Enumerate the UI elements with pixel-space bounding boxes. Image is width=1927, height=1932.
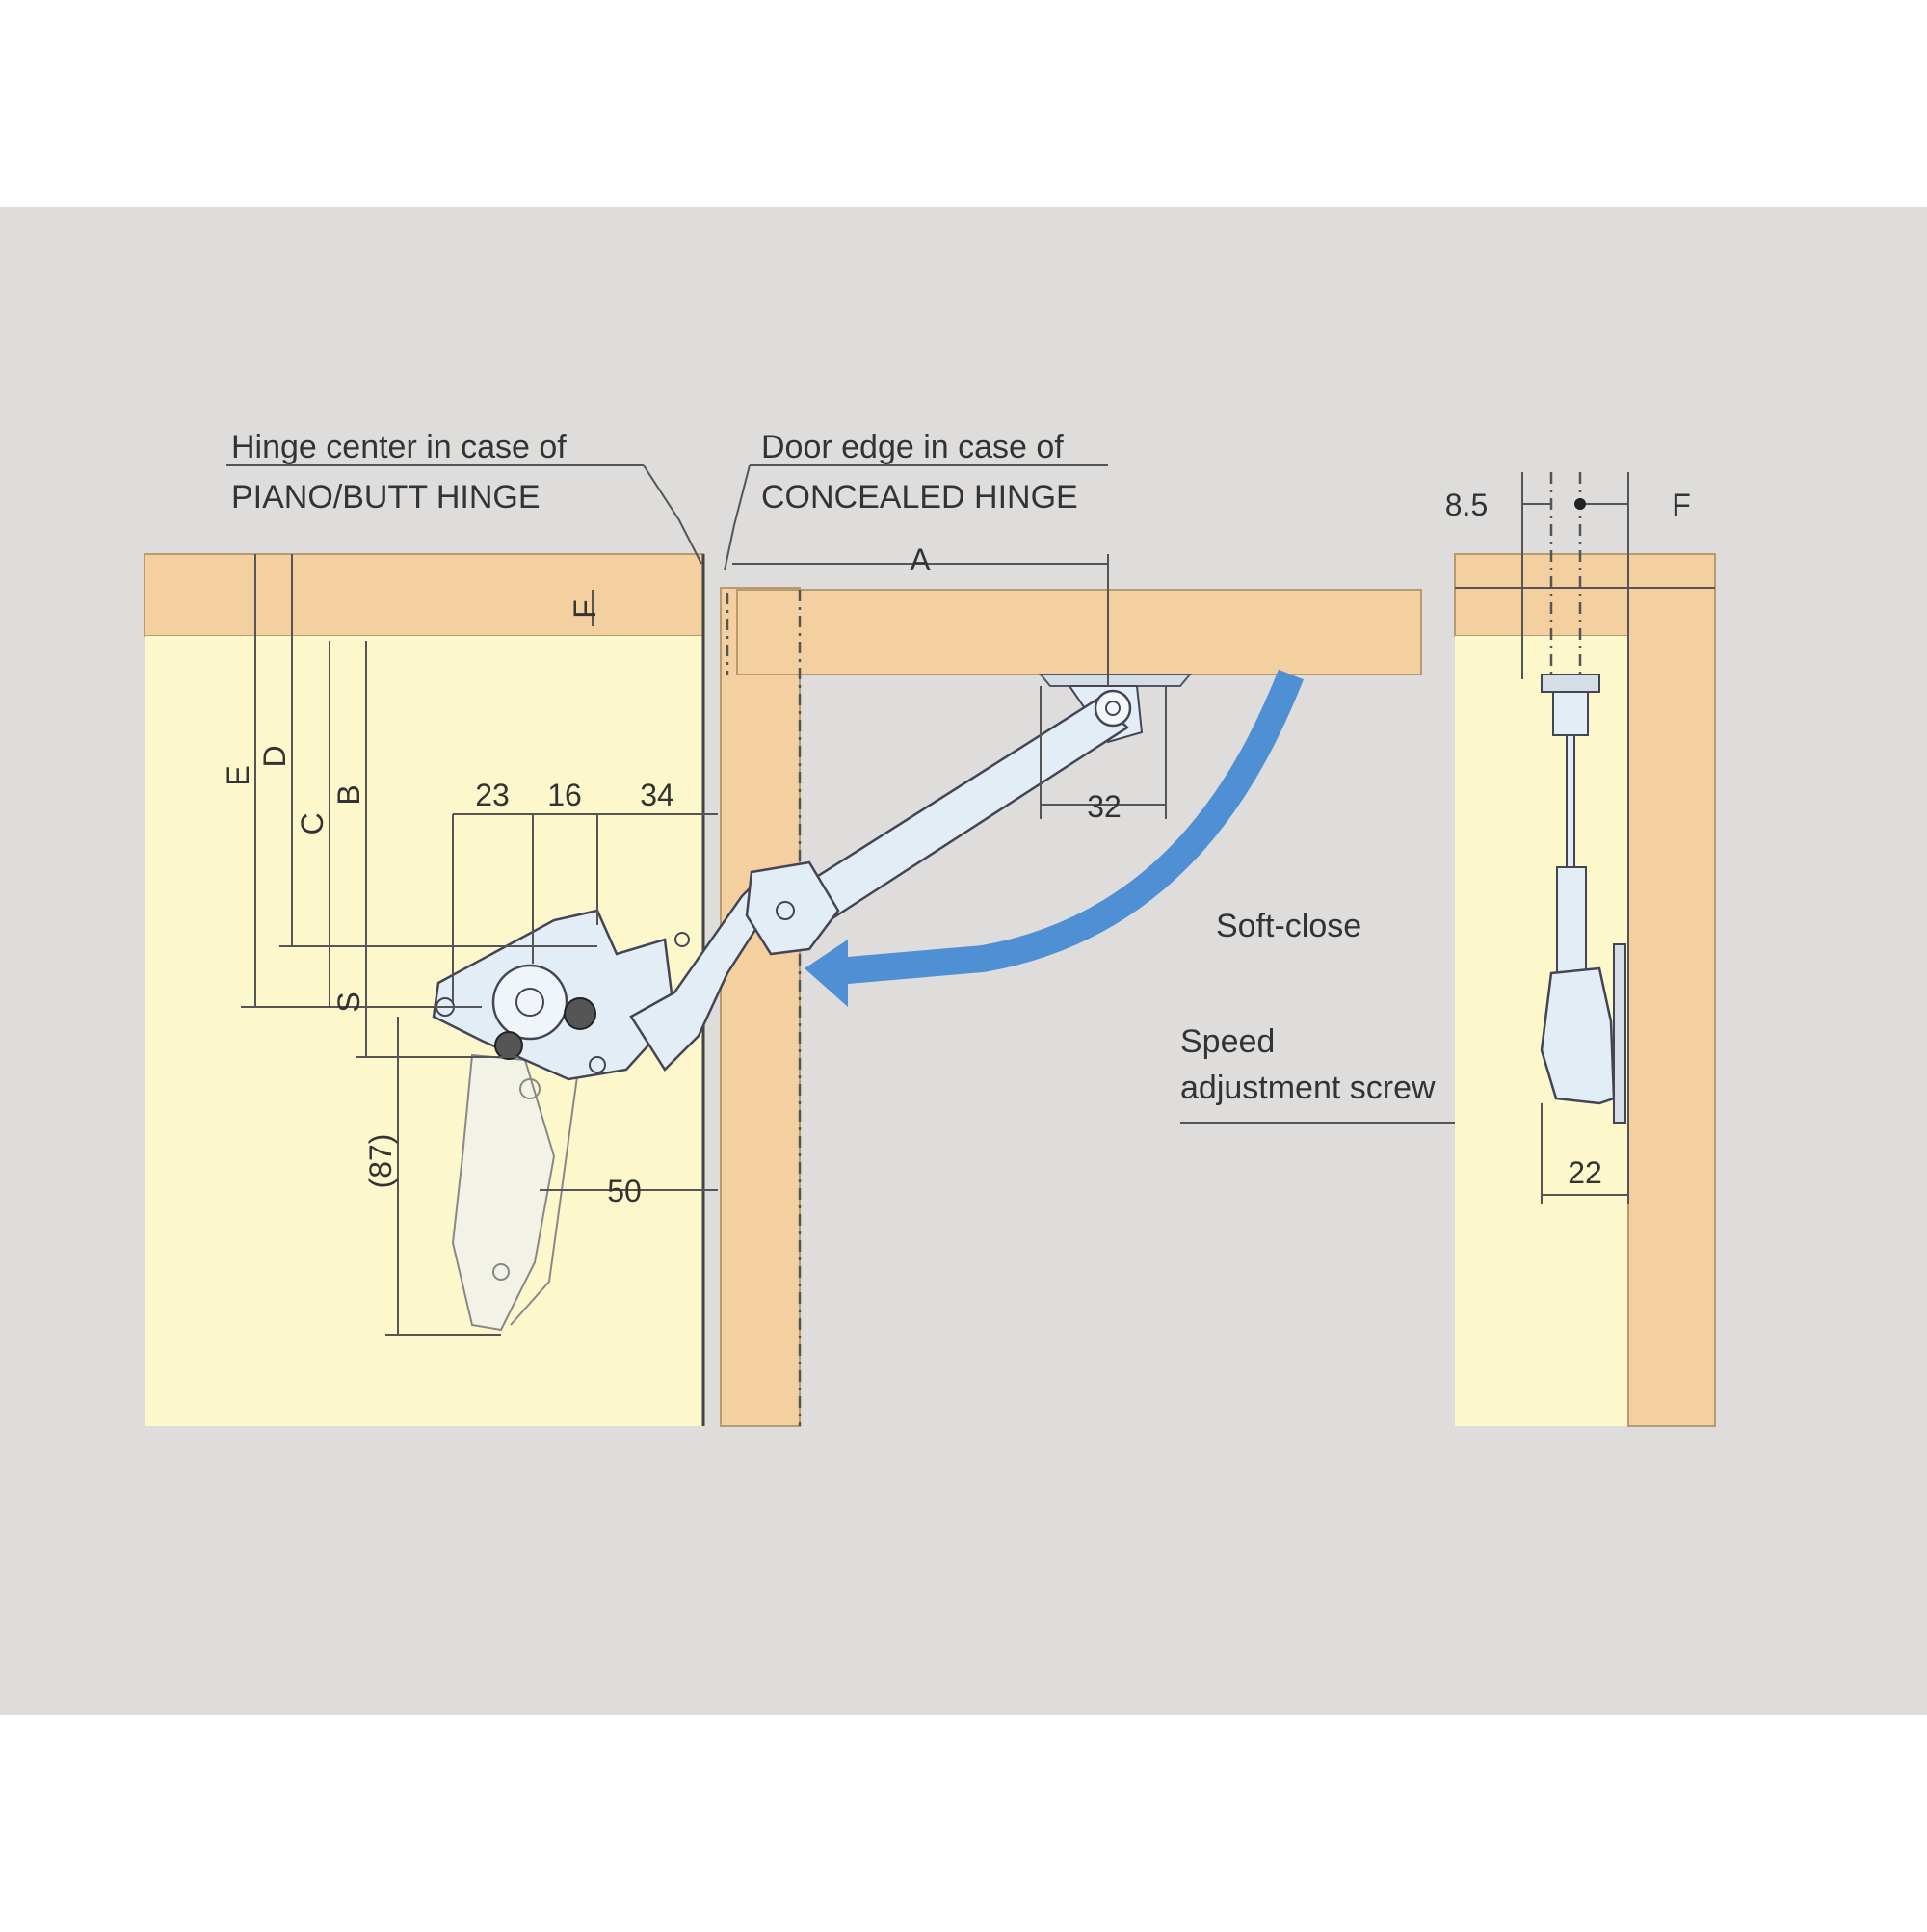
- dim-87-label: (87): [363, 1134, 398, 1189]
- lid-stay-mechanism: [432, 674, 1193, 1332]
- text-labels: Hinge center in case of PIANO/BUTT HINGE…: [221, 429, 1691, 1208]
- hinge-center-label-1: Hinge center in case of: [231, 429, 567, 465]
- curved-arrow-icon: [834, 669, 1304, 985]
- ghost-hole-top: [519, 1078, 541, 1099]
- center-dot: [1574, 498, 1586, 510]
- dim-s-label: S: [331, 992, 366, 1012]
- door-edge-label-2: CONCEALED HINGE: [761, 479, 1078, 516]
- dim-16-label: 16: [547, 778, 582, 812]
- front-view-side-panel: [1627, 553, 1716, 1427]
- arm-door-joint: [745, 860, 840, 956]
- dim-e-label: E: [221, 765, 255, 785]
- arm-closed-ghost: [451, 1053, 556, 1332]
- speed-label-1: Speed: [1180, 1023, 1275, 1060]
- spring-drum: [491, 964, 568, 1041]
- soft-close-arrow: [805, 669, 1304, 1007]
- dim-a-label: A: [910, 543, 931, 577]
- dim-f-right-label: F: [1672, 488, 1691, 522]
- arm-pivot-top: [1094, 689, 1132, 728]
- dim-34-label: 34: [640, 778, 674, 812]
- dim-50-label: 50: [607, 1174, 642, 1208]
- flap-vertical: [720, 587, 801, 1427]
- front-mount-rail: [1613, 943, 1626, 1124]
- joint-hole: [776, 901, 795, 920]
- dim-22-label: 22: [1568, 1155, 1602, 1190]
- dim-c-label: C: [295, 812, 330, 834]
- front-mount-plate: [1541, 674, 1600, 693]
- flap-open-position: [736, 589, 1422, 675]
- arm-pivot-pin: [1105, 701, 1121, 716]
- screw-right: [564, 997, 596, 1030]
- cabinet-front-view: [1454, 472, 1716, 1427]
- front-stay-arm: [1566, 734, 1575, 871]
- ghost-hole-bottom: [492, 1263, 510, 1281]
- door-mount-plate: [1038, 674, 1193, 687]
- front-arm-joint: [1556, 866, 1587, 974]
- door-edge-leader: [724, 464, 751, 571]
- dim-23-label: 23: [475, 778, 510, 812]
- dim-b-label: B: [331, 784, 366, 805]
- hinge-center-leader: [643, 464, 702, 565]
- front-mount-block: [1552, 691, 1589, 736]
- dim-d-label: D: [257, 745, 292, 767]
- dim-f-left-label: F: [568, 599, 602, 619]
- cabinet-top-panel: [144, 553, 704, 637]
- dim-8-5-label: 8.5: [1445, 488, 1488, 522]
- mount-hole-bottom: [589, 1056, 606, 1073]
- link-hole: [674, 932, 690, 947]
- dim-32-label: 32: [1087, 789, 1122, 824]
- door-edge-label-1: Door edge in case of: [761, 429, 1064, 465]
- speed-label-2: adjustment screw: [1180, 1070, 1436, 1106]
- front-mechanism-housing: [1540, 966, 1616, 1105]
- spring-drum-center: [515, 988, 544, 1017]
- arrow-head: [805, 940, 848, 1007]
- soft-close-label: Soft-close: [1216, 908, 1361, 944]
- screw-left: [494, 1031, 523, 1060]
- hinge-center-label-2: PIANO/BUTT HINGE: [231, 479, 541, 516]
- dimension-lines-left: [241, 554, 1167, 1336]
